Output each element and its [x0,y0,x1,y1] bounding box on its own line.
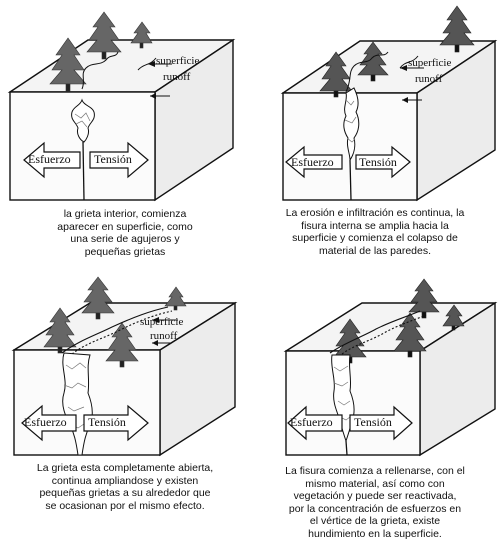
stress-arrow [23,141,81,179]
surface-label: superficie [408,57,452,69]
caption-stage-1: la grieta interior, comienza aparecer en… [0,208,250,258]
stress-label: Esfuerzo [290,415,333,429]
block-diagram-stage-1 [7,11,236,202]
tree-icon [319,5,475,98]
tree-icon [49,11,153,92]
caption-line: vegetación y puede ser reactivada, [293,490,457,502]
stress-arrow [21,404,77,442]
tree-icon [43,276,187,368]
tension-label: Tensión [359,155,397,169]
caption-line: hundimiento en la superficie. [308,527,442,540]
stress-arrow [285,145,343,179]
tension-arrow [83,404,149,442]
stress-label: Esfuerzo [24,415,67,429]
runoff-label: runoff [163,71,191,83]
panel-crack-stage-4: Esfuerzo Tensión La fisura comienza a re… [250,275,500,554]
tension-label: Tensión [88,415,126,429]
caption-line: fisura interna se amplia hacia la [301,219,449,232]
caption-line: aparecer en superficie, como [57,220,193,233]
caption-line: se ocasionan por el mismo efecto. [45,499,205,512]
block-diagram-stage-4 [283,278,498,457]
panel-crack-stage-2: superficie runoff Esfuerzo Tensión La er… [250,0,500,275]
stress-label: Esfuerzo [291,155,334,169]
caption-stage-4: La fisura comienza a rellenarse, con el … [250,465,500,540]
caption-line: mismo material, así como con [305,477,445,490]
caption-line: pequeñas grietas a su alrededor que [39,487,211,499]
runoff-label: runoff [415,73,443,85]
tension-arrow [349,405,413,441]
surface-label: superficie [140,316,184,328]
panel-crack-stage-3: superficie runoff Esfuerzo Tensión La gr… [0,275,250,554]
tension-label: Tensión [354,415,392,429]
surface-label: superficie [156,55,200,67]
caption-line: material de las paredes. [318,244,432,257]
caption-line: La fisura comienza a rellenarse, con el [285,465,465,477]
caption-stage-2: La erosión e infiltración es continua, l… [250,207,500,257]
stress-arrow [287,405,343,441]
panel-crack-stage-1: superficie runoff Esfuerzo Tensión la gr… [0,0,250,275]
caption-line: pequeñas grietas [84,245,166,258]
caption-line: La grieta esta completamente abierta, [36,462,214,474]
tension-arrow [89,141,149,179]
caption-line: por la concentración de esfuerzos en [288,502,462,515]
caption-line: una serie de agujeros y [70,233,180,245]
block-diagram-stage-2 [280,5,498,202]
caption-stage-3: La grieta esta completamente abierta, co… [0,462,250,512]
runoff-label: runoff [150,330,178,342]
block-diagram-stage-3 [11,276,238,457]
caption-line: continua ampliandose y existen [51,474,199,487]
caption-line: La erosión e infiltración es continua, l… [285,207,465,219]
caption-line: el vértice de la grieta, existe [309,515,441,527]
tension-arrow [355,145,411,179]
stress-label: Esfuerzo [28,152,71,166]
caption-line: superficie y comienza el colapso de [292,232,458,244]
caption-line: la grieta interior, comienza [63,208,187,220]
tension-label: Tensión [94,152,132,166]
